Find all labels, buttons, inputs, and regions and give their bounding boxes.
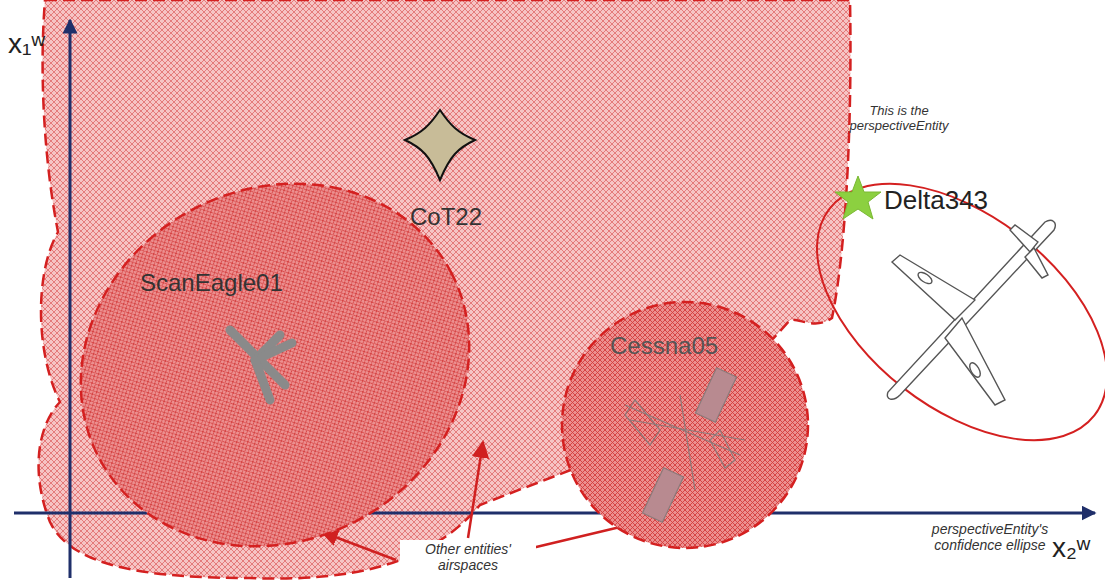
cessna-sketch (625, 368, 745, 523)
axis-label: x₁ʷ (8, 28, 45, 60)
airliner-illustration (887, 220, 1055, 405)
airspace-outline (70, 185, 480, 545)
airspace-region: Cessna05 (560, 300, 810, 550)
callout-note: Other entities' airspaces (400, 540, 536, 574)
cot-icon (405, 110, 475, 180)
perspective-star (835, 176, 881, 219)
confidence-ellipse (771, 133, 1105, 491)
entity-name: CoT22 (410, 203, 482, 231)
entity-name: Delta343 (884, 186, 988, 216)
axis-vertical (69, 20, 72, 578)
leader-arrow (322, 532, 396, 560)
entity-name: ScanEagle01 (140, 270, 283, 296)
airspace-region: ScanEagle01 (70, 185, 480, 545)
leader-arrow (468, 442, 483, 538)
note: perspectiveEntity's confidence ellipse (915, 521, 1065, 553)
entity-name: Cessna05 (610, 333, 718, 359)
axis-label: x₂ʷ (1052, 532, 1090, 564)
note: This is the perspectiveEntity (835, 104, 963, 134)
uav-icon (230, 330, 292, 400)
